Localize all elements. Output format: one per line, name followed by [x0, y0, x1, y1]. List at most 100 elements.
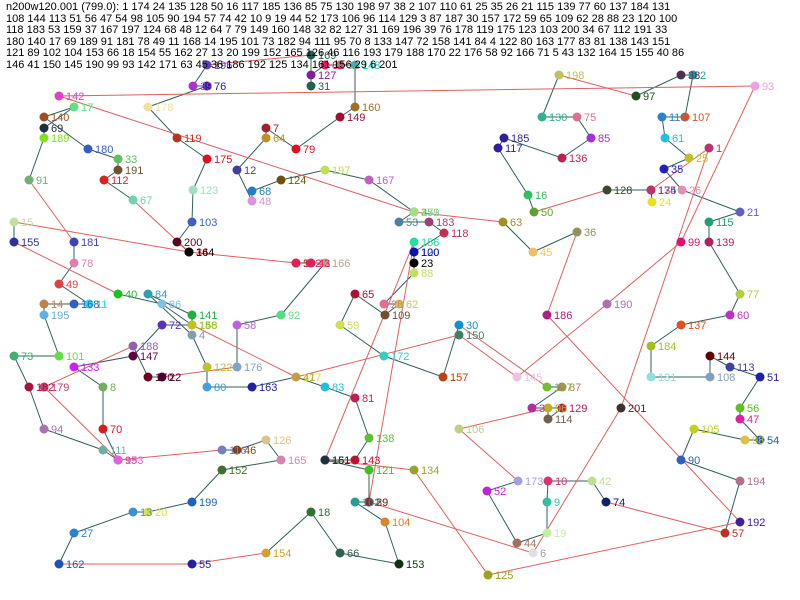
node-161	[320, 455, 330, 465]
node-145	[512, 372, 522, 382]
node-label-106: 106	[466, 424, 484, 436]
tour-edge	[368, 241, 415, 503]
node-label-149: 149	[347, 112, 365, 124]
node-61	[660, 133, 670, 143]
node-label-169: 169	[318, 50, 336, 62]
tour-edge	[73, 511, 134, 534]
node-123	[188, 185, 198, 195]
tour-edge	[265, 127, 297, 150]
node-116	[217, 445, 227, 455]
node-label-156: 156	[421, 237, 439, 249]
node-label-43: 43	[318, 258, 330, 270]
node-label-47: 47	[747, 414, 759, 426]
tour-edge	[531, 386, 563, 409]
tour-edge	[191, 189, 194, 223]
node-label-198: 198	[566, 70, 584, 82]
node-87	[557, 382, 567, 392]
tour-edge	[251, 179, 282, 192]
node-163	[247, 382, 257, 392]
node-label-14: 14	[51, 299, 63, 311]
node-label-121: 121	[376, 465, 394, 477]
node-117	[493, 143, 503, 153]
node-137	[676, 320, 686, 330]
node-172	[379, 351, 389, 361]
node-label-185: 185	[511, 133, 529, 145]
node-label-52: 52	[494, 486, 506, 498]
tour-edge	[497, 147, 529, 196]
tour-edge	[516, 532, 548, 544]
node-label-48: 48	[259, 196, 271, 208]
node-label-177: 177	[303, 372, 321, 384]
node-28	[379, 299, 389, 309]
node-48	[247, 196, 257, 206]
tour-edge	[147, 293, 193, 336]
tour-edge	[43, 106, 75, 118]
node-label-190: 190	[614, 299, 632, 311]
tour-edge	[458, 324, 548, 388]
node-32	[335, 60, 345, 70]
node-73	[9, 351, 19, 361]
tour-edge	[191, 552, 267, 565]
node-168	[69, 299, 79, 309]
node-label-30: 30	[466, 320, 478, 332]
node-51	[755, 372, 765, 382]
node-label-74: 74	[613, 497, 625, 509]
tour-edge	[605, 501, 726, 534]
node-97	[631, 91, 641, 101]
node-35	[659, 164, 669, 174]
tour-edge	[413, 211, 504, 223]
node-label-54: 54	[767, 435, 779, 447]
node-9	[542, 497, 552, 507]
node-label-1: 1	[716, 143, 722, 155]
node-143	[350, 455, 360, 465]
tour-edge	[236, 137, 267, 171]
node-label-92: 92	[288, 310, 300, 322]
node-23	[409, 258, 419, 268]
node-label-50: 50	[541, 207, 553, 219]
node-156	[409, 237, 419, 247]
node-154	[261, 548, 271, 558]
node-170	[143, 372, 153, 382]
node-label-118: 118	[451, 228, 469, 240]
tour-edge	[58, 95, 415, 213]
tour-header: n200w120.001 (799.0): 1 174 24 135 128 5…	[6, 1, 685, 71]
node-label-56: 56	[747, 403, 759, 415]
node-68	[247, 186, 257, 196]
node-106	[454, 424, 464, 434]
node-181	[69, 237, 79, 247]
tour-edge	[546, 314, 741, 523]
node-173	[513, 476, 523, 486]
node-label-195: 195	[51, 310, 69, 322]
node-label-77: 77	[747, 289, 759, 301]
node-label-172: 172	[391, 351, 409, 363]
node-67	[128, 195, 138, 205]
node-25	[684, 153, 694, 163]
node-18	[306, 507, 316, 517]
node-label-163: 163	[259, 382, 277, 394]
node-141	[187, 310, 197, 320]
node-label-22: 22	[169, 372, 181, 384]
node-label-188: 188	[140, 341, 158, 353]
tour-edge	[324, 169, 370, 181]
node-label-137: 137	[688, 320, 706, 332]
node-label-111: 111	[110, 445, 127, 457]
node-label-134: 134	[421, 465, 439, 477]
tour-edge	[192, 158, 208, 191]
node-100	[409, 247, 419, 257]
node-label-141: 141	[199, 310, 217, 322]
tour-edge	[295, 334, 460, 378]
node-label-120: 120	[421, 247, 439, 259]
node-190	[602, 299, 612, 309]
tour-edge	[561, 137, 592, 159]
node-label-148: 148	[362, 60, 380, 72]
node-label-57: 57	[732, 528, 744, 540]
node-102	[350, 497, 360, 507]
node-155	[9, 237, 19, 247]
tour-edge	[13, 221, 190, 253]
node-label-87: 87	[569, 382, 581, 394]
node-label-153: 153	[406, 559, 424, 571]
node-label-85: 85	[598, 133, 610, 145]
node-label-25: 25	[696, 153, 708, 165]
node-86	[157, 299, 167, 309]
